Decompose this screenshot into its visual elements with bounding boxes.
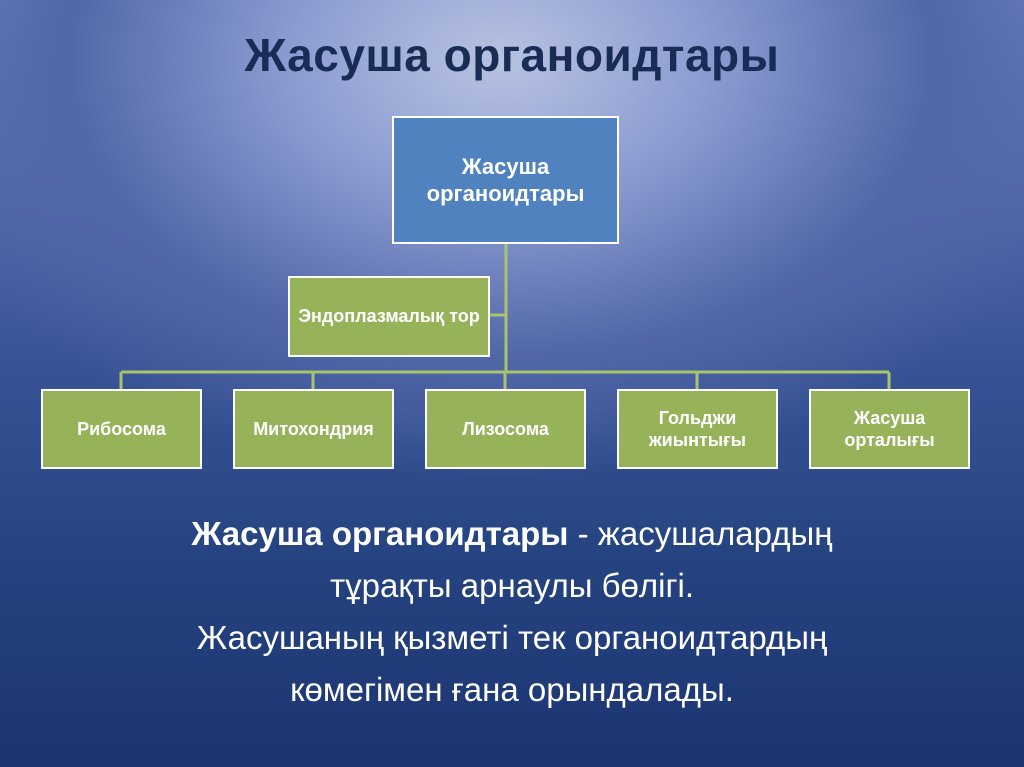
description-line-3: Жасушаның қызметі тек органоидтардың xyxy=(196,619,828,656)
child-node-cell-center: Жасуша орталығы xyxy=(809,389,970,469)
child-node-mitochondria: Митохондрия xyxy=(233,389,394,469)
child-node-golgi: Гольджи жиынтығы xyxy=(617,389,778,469)
description-line-1-rest: - жасушалардың xyxy=(568,515,833,552)
description-term: Жасуша органоидтары xyxy=(191,515,569,552)
description-line-2: тұрақты арнаулы бөлігі. xyxy=(330,567,694,604)
assistant-node: Эндоплазмалық тор xyxy=(288,276,490,357)
description-line-4: көмегімен ғана орындалады. xyxy=(290,671,734,708)
child-node-ribosome: Рибосома xyxy=(41,389,202,469)
child-node-lysosome: Лизосома xyxy=(425,389,586,469)
root-node: Жасуша органоидтары xyxy=(392,116,619,244)
slide-title: Жасуша органоидтары xyxy=(244,29,780,81)
description-line-1: Жасуша органоидтары - жасушалардың xyxy=(60,508,964,560)
description-text: Жасуша органоидтары - жасушалардың тұрақ… xyxy=(60,508,964,716)
